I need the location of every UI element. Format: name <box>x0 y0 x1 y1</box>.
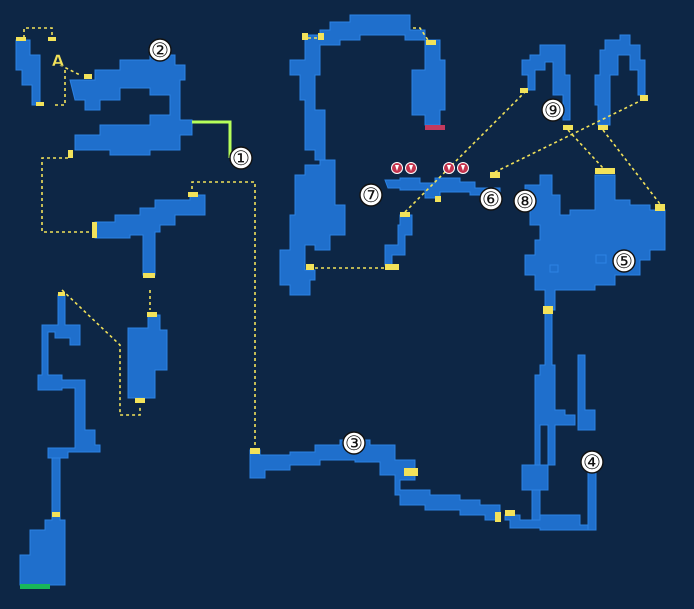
path <box>41 157 92 233</box>
marker-4-label: ④ <box>583 450 601 474</box>
enemy-icon <box>457 162 469 174</box>
path <box>404 91 526 213</box>
marker-8-label: ⑧ <box>516 189 534 213</box>
door <box>598 125 608 130</box>
entrance-marker <box>20 584 50 589</box>
marker-1: ① <box>229 146 253 170</box>
markers-layer: ① ② ③ ④ ⑤ ⑥ ⑦ ⑧ <box>52 38 636 474</box>
door <box>302 33 308 40</box>
path <box>413 27 429 41</box>
marker-9: ⑨ <box>541 98 565 122</box>
marker-3: ③ <box>342 431 366 455</box>
marker-9-label: ⑨ <box>544 98 562 122</box>
enemy-icon <box>405 162 417 174</box>
room-corridor-6-7 <box>384 177 501 199</box>
rooms-layer <box>15 14 666 586</box>
door <box>318 33 324 40</box>
marker-2: ② <box>148 38 172 62</box>
door <box>135 398 145 403</box>
green-link-path <box>192 120 232 158</box>
marker-3-label: ③ <box>345 431 363 455</box>
room-4-lower-block <box>521 464 549 491</box>
door <box>655 204 665 211</box>
door <box>495 512 501 522</box>
room-top-center <box>289 14 426 161</box>
enemy-icon <box>443 162 455 174</box>
door <box>36 102 44 106</box>
door <box>640 95 648 101</box>
path <box>567 129 604 169</box>
door <box>16 37 26 41</box>
marker-7-label: ⑦ <box>362 183 380 207</box>
door <box>52 512 60 517</box>
door <box>306 264 314 270</box>
marker-2-label: ② <box>151 38 169 62</box>
door <box>595 168 615 174</box>
enemy-icon <box>391 162 403 174</box>
path <box>23 27 53 38</box>
marker-5: ⑤ <box>612 249 636 273</box>
door <box>143 273 155 278</box>
room-t-junction <box>94 194 206 276</box>
room-entrance <box>19 457 66 586</box>
room-long-vertical <box>127 314 168 399</box>
door <box>250 448 260 454</box>
room-top-left-a <box>15 39 41 106</box>
door <box>147 312 157 317</box>
door <box>92 222 97 238</box>
room-4-branch <box>577 354 596 431</box>
marker-8: ⑧ <box>513 189 537 213</box>
marker-5-label: ⑤ <box>615 249 633 273</box>
path <box>59 64 81 76</box>
door <box>490 172 500 178</box>
room-3 <box>249 439 501 521</box>
marker-6-label: ⑥ <box>482 187 500 211</box>
exit-marker <box>425 125 445 130</box>
door <box>520 88 528 93</box>
room-hook-9-right <box>594 34 646 126</box>
door <box>505 510 515 516</box>
door <box>385 264 399 270</box>
room-5-8 <box>524 174 666 311</box>
paths-layer <box>23 27 661 448</box>
door <box>543 306 553 314</box>
door <box>563 125 573 130</box>
room-winding <box>279 159 346 296</box>
marker-6: ⑥ <box>479 187 503 211</box>
room-hook-9-left <box>521 44 571 121</box>
enemy-icons-layer <box>391 162 469 174</box>
door <box>84 74 92 79</box>
marker-a-label: A <box>52 51 65 70</box>
marker-1-label: ① <box>232 146 250 170</box>
door <box>68 150 73 158</box>
room-lower-left-branch <box>37 294 101 459</box>
door <box>400 212 410 217</box>
room-bottom-right-connector <box>504 514 589 531</box>
door <box>188 192 198 197</box>
room-4-vertical <box>587 469 597 531</box>
marker-7: ⑦ <box>359 183 383 207</box>
door <box>404 468 418 476</box>
path <box>191 181 256 448</box>
marker-4: ④ <box>580 450 604 474</box>
door <box>58 292 65 296</box>
door <box>435 196 441 202</box>
door <box>426 40 436 45</box>
path <box>494 100 641 173</box>
doors-layer <box>16 33 665 522</box>
door <box>48 37 56 41</box>
